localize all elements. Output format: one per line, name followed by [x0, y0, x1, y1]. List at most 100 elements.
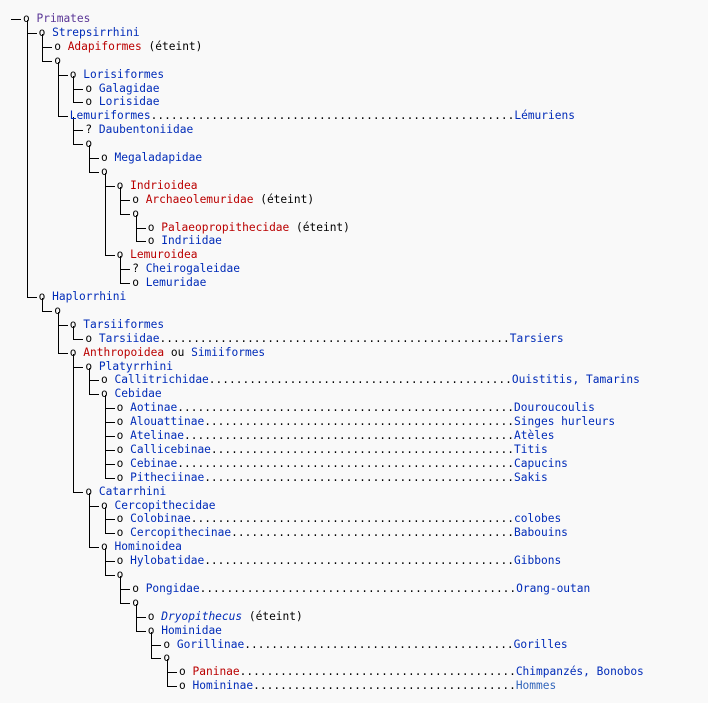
taxon-link[interactable]: Lorisiformes: [83, 67, 165, 81]
tree-connector: [57, 74, 68, 76]
tree-branch-line: [57, 311, 59, 353]
tree-connector: [104, 561, 115, 563]
tree-branch-line: [26, 20, 28, 297]
node-marker: o: [116, 568, 124, 581]
taxon-link[interactable]: Indriidae: [161, 234, 222, 248]
taxon-link[interactable]: Daubentoniidae: [98, 123, 194, 137]
tree-node: o Indriidae: [148, 234, 222, 248]
taxon-link[interactable]: Hominidae: [161, 623, 222, 637]
common-name-link[interactable]: Babouins: [514, 526, 568, 540]
taxon-link[interactable]: Alouattinae: [130, 415, 205, 429]
taxon-link[interactable]: Hylobatidae: [130, 554, 205, 568]
taxon-link[interactable]: Strepsirrhini: [52, 25, 140, 39]
common-name-link[interactable]: Gorilles: [513, 637, 568, 651]
common-name-link[interactable]: Sakis: [514, 470, 548, 484]
taxon-link[interactable]: Callicebinae: [130, 442, 211, 456]
common-name-link[interactable]: Hommes: [515, 679, 557, 693]
taxon-link[interactable]: Lorisidae: [98, 95, 160, 109]
taxon-link[interactable]: Tarsiidae: [98, 331, 160, 345]
node-marker: o: [101, 540, 108, 554]
taxon-note: (éteint): [289, 220, 350, 234]
taxon-link[interactable]: Dryopithecus: [161, 609, 243, 623]
taxon-link[interactable]: Palaeopropithecidae: [161, 220, 290, 234]
tree-connector: [89, 394, 99, 396]
taxon-link[interactable]: Homininae: [192, 679, 254, 693]
tree-connector: [135, 630, 146, 632]
tree-branch-line: [42, 298, 44, 311]
tree-node: o Callicebinae..........................…: [117, 443, 548, 457]
common-name-link[interactable]: Singes hurleurs: [514, 415, 616, 429]
node-marker: o: [101, 373, 108, 387]
tree-node: o Hylobatidae...........................…: [117, 554, 562, 568]
tree-connector: [104, 185, 115, 187]
node-marker: o: [116, 512, 124, 526]
taxon-link[interactable]: Cheirogaleidae: [145, 262, 240, 276]
taxon-link[interactable]: Paninae: [192, 665, 240, 679]
tree-node: o Lorisidae: [85, 95, 159, 109]
taxon-link[interactable]: Primates: [36, 12, 91, 25]
common-name-link[interactable]: Atèles: [514, 429, 555, 442]
taxon-link[interactable]: Indrioidea: [130, 178, 198, 192]
node-marker: o: [179, 679, 186, 693]
tree-node: o Palaeopropithecidae (éteint): [148, 221, 350, 235]
tree-node: o: [101, 165, 115, 179]
tree-node: o: [85, 137, 99, 151]
taxon-link[interactable]: Adapiformes: [67, 39, 142, 53]
node-marker: o: [101, 164, 108, 178]
tree-node: o Dryopithecus (éteint): [148, 610, 303, 624]
taxon-link[interactable]: Cercopithecinae: [130, 526, 232, 540]
node-marker: o: [116, 178, 124, 192]
common-name-link[interactable]: Tarsiers: [509, 331, 564, 345]
taxon-link[interactable]: Archaeolemuridae: [145, 192, 254, 206]
node-marker: o: [54, 303, 61, 317]
taxon-link[interactable]: Lemuridae: [145, 276, 207, 290]
tree-node: o Galagidae: [85, 82, 159, 96]
taxon-synonym-link[interactable]: Simiiformes: [191, 345, 266, 359]
tree-connector: [104, 575, 115, 576]
taxon-link[interactable]: Pitheciinae: [130, 470, 205, 484]
taxon-link[interactable]: Megaladapidae: [114, 151, 203, 164]
taxon-link[interactable]: Pongidae: [145, 581, 200, 595]
taxon-link[interactable]: Hominoidea: [114, 540, 182, 554]
taxon-link[interactable]: Catarrhini: [98, 484, 167, 498]
common-name-link[interactable]: Capucins: [514, 456, 568, 470]
common-name-link[interactable]: Douroucoulis: [514, 401, 595, 415]
tree-node: o Cercopithecidae: [101, 499, 216, 513]
taxon-link[interactable]: Platyrrhini: [98, 359, 173, 373]
tree-node: o Adapiformes (éteint): [54, 40, 202, 54]
taxon-link[interactable]: Galagidae: [98, 81, 160, 95]
tree-connector: [120, 602, 131, 604]
taxon-link[interactable]: Aotinae: [130, 401, 178, 415]
taxon-link[interactable]: Lemuroidea: [130, 248, 198, 262]
taxon-link[interactable]: Gorillinae: [176, 637, 245, 651]
taxon-link[interactable]: Cercopithecidae: [114, 498, 216, 512]
tree-connector: [73, 366, 84, 368]
tree-node: o Megaladapidae: [101, 151, 202, 165]
common-name-link[interactable]: Orang-outan: [516, 581, 591, 595]
taxon-link[interactable]: Callitrichidae: [114, 373, 209, 387]
taxon-link[interactable]: Colobinae: [130, 512, 191, 526]
taxon-link[interactable]: Haplorrhini: [52, 290, 127, 303]
taxon-link[interactable]: Atelinae: [130, 429, 184, 442]
node-marker: o: [69, 317, 77, 331]
taxon-link[interactable]: Tarsiiformes: [83, 317, 165, 331]
tree-connector: [42, 46, 53, 48]
tree-connector: [42, 310, 53, 312]
common-name-link[interactable]: Gibbons: [514, 554, 562, 568]
node-marker: o: [132, 192, 139, 206]
tree-node: o Cebinae...............................…: [117, 457, 568, 471]
common-name-link[interactable]: Chimpanzés, Bonobos: [515, 665, 644, 679]
common-name-link[interactable]: colobes: [514, 512, 562, 526]
taxon-link[interactable]: Anthropoidea: [83, 345, 165, 359]
taxon-link[interactable]: Cebinae: [130, 456, 178, 470]
taxon-link[interactable]: Lemuriformes: [69, 109, 151, 123]
taxon-link[interactable]: Cebidae: [114, 387, 162, 401]
tree-node: o Lemuridae: [132, 276, 206, 290]
common-name-link[interactable]: Lémuriens: [514, 109, 575, 123]
common-name-link[interactable]: Ouistitis, Tamarins: [511, 373, 640, 387]
tree-connector: [57, 324, 68, 326]
node-marker: o: [85, 137, 93, 151]
tree-connector: [73, 338, 84, 340]
node-marker: o: [54, 39, 61, 53]
common-name-link[interactable]: Titis: [514, 442, 548, 456]
